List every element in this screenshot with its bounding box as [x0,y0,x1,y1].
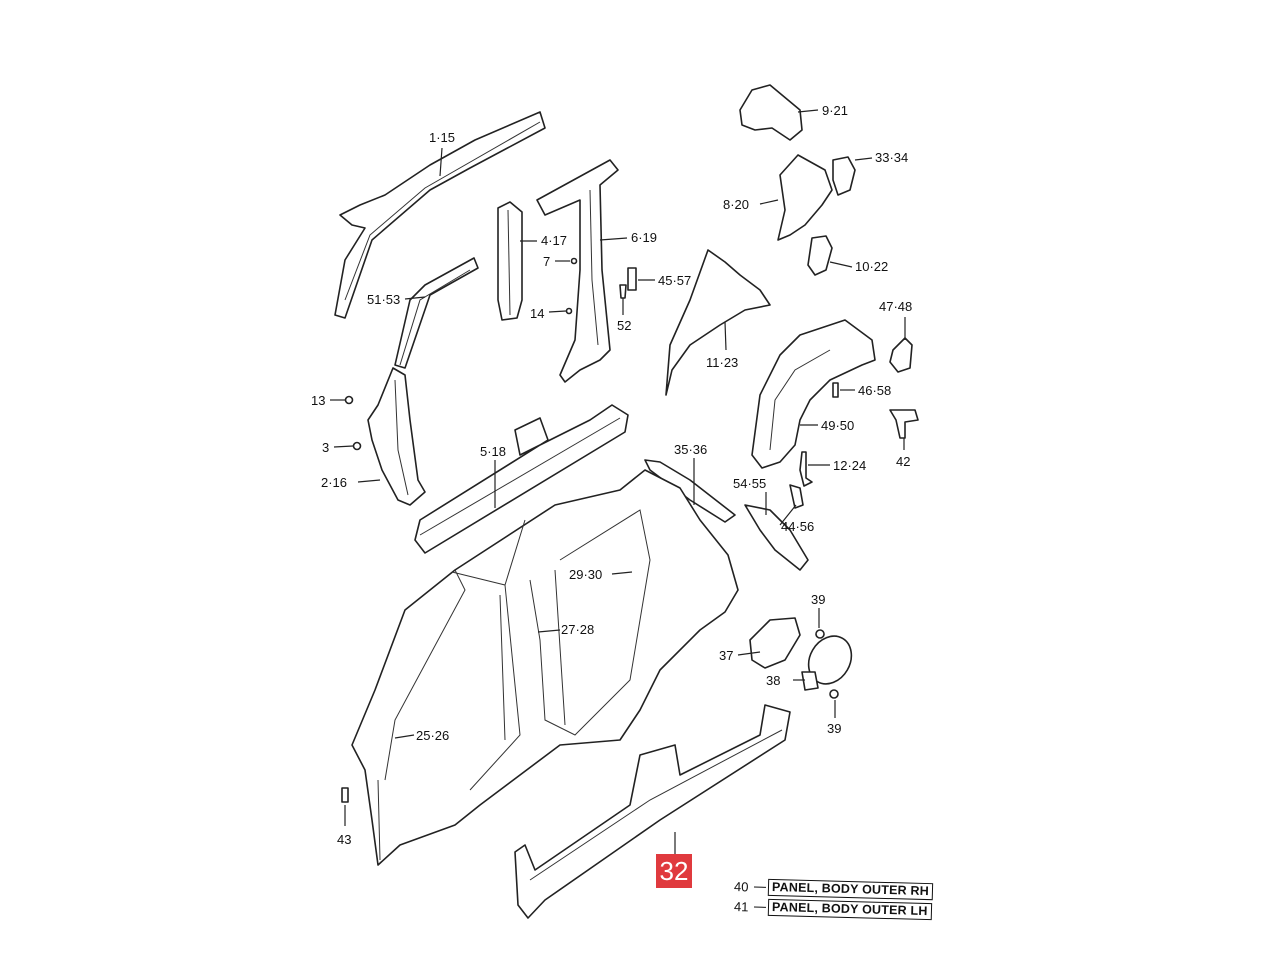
part-39-clip-top[interactable] [815,629,825,639]
label-9-21: 9·21 [822,103,848,118]
part-8-20[interactable] [777,154,833,241]
label-6-19: 6·19 [631,230,657,245]
label-45-57: 45·57 [658,273,691,288]
label-39-bottom: 39 [827,721,841,736]
label-29-30: 29·30 [569,567,602,582]
label-25-26: 25·26 [416,728,449,743]
part-12-24[interactable] [799,451,813,487]
part-7-clip[interactable] [570,257,578,265]
part-b-pillar-reinforcement[interactable] [497,201,523,321]
part-43-bolt[interactable] [341,787,349,803]
label-47-48: 47·48 [879,299,912,314]
label-8-20: 8·20 [723,197,749,212]
part-14-clip[interactable] [565,307,573,315]
label-13: 13 [311,393,325,408]
part-32-rocker-panel[interactable] [514,704,791,919]
label-54-55: 54·55 [733,476,766,491]
panel-number: 40 [733,879,749,895]
part-13-clip[interactable] [344,395,354,405]
part-45-57[interactable] [627,267,637,291]
leader-dash [753,886,767,888]
highlighted-part-callout[interactable]: 32 [656,854,692,888]
label-7: 7 [543,254,550,269]
part-a-pillar-upper[interactable] [394,257,479,369]
part-10-22[interactable] [807,235,833,276]
part-body-outer-panel[interactable] [351,469,739,866]
label-38: 38 [766,673,780,688]
panel-number: 41 [733,899,749,915]
part-a-pillar-lower[interactable] [367,367,426,506]
label-52: 52 [617,318,631,333]
part-33-34[interactable] [832,156,856,196]
part-39-clip-bottom[interactable] [829,689,839,699]
label-3: 3 [322,440,329,455]
label-37: 37 [719,648,733,663]
label-11-23: 11·23 [706,355,738,370]
leader-lines [330,109,906,855]
label-39-top: 39 [811,592,825,607]
part-9-21[interactable] [739,84,803,141]
part-labels: 1·15 9·21 33·34 8·20 4·17 6·19 7 45·57 1… [311,103,912,847]
label-46-58: 46·58 [858,383,891,398]
part-46-58[interactable] [832,382,839,398]
part-38-hinge[interactable] [801,671,819,691]
label-43: 43 [337,832,351,847]
label-51-53: 51·53 [367,292,400,307]
label-33-34: 33·34 [875,150,908,165]
label-35-36: 35·36 [674,442,707,457]
label-14: 14 [530,306,544,321]
part-roof-rail[interactable] [334,111,546,319]
leader-dash [753,906,767,908]
part-11-23[interactable] [665,249,771,396]
label-5-18: 5·18 [480,444,506,459]
part-52[interactable] [619,284,627,299]
part-wheel-house[interactable] [751,319,876,469]
label-44-56: 44·56 [781,519,814,534]
label-42: 42 [896,454,910,469]
part-37-fuel-housing[interactable] [749,617,801,669]
label-4-17: 4·17 [541,233,567,248]
label-2-16: 2·16 [321,475,347,490]
part-side-sill-inner[interactable] [414,404,629,554]
label-49-50: 49·50 [821,418,854,433]
label-10-22: 10·22 [855,259,888,274]
part-35-36[interactable] [644,459,736,523]
part-3-clip[interactable] [352,441,362,451]
part-44-56[interactable] [789,484,804,509]
part-b-pillar-inner[interactable] [536,159,619,383]
label-1-15: 1·15 [429,130,455,145]
part-54-55[interactable] [744,504,809,571]
label-27-28: 27·28 [561,622,594,637]
part-42[interactable] [889,409,919,439]
label-12-24: 12·24 [833,458,866,473]
part-47-48[interactable] [889,337,913,373]
